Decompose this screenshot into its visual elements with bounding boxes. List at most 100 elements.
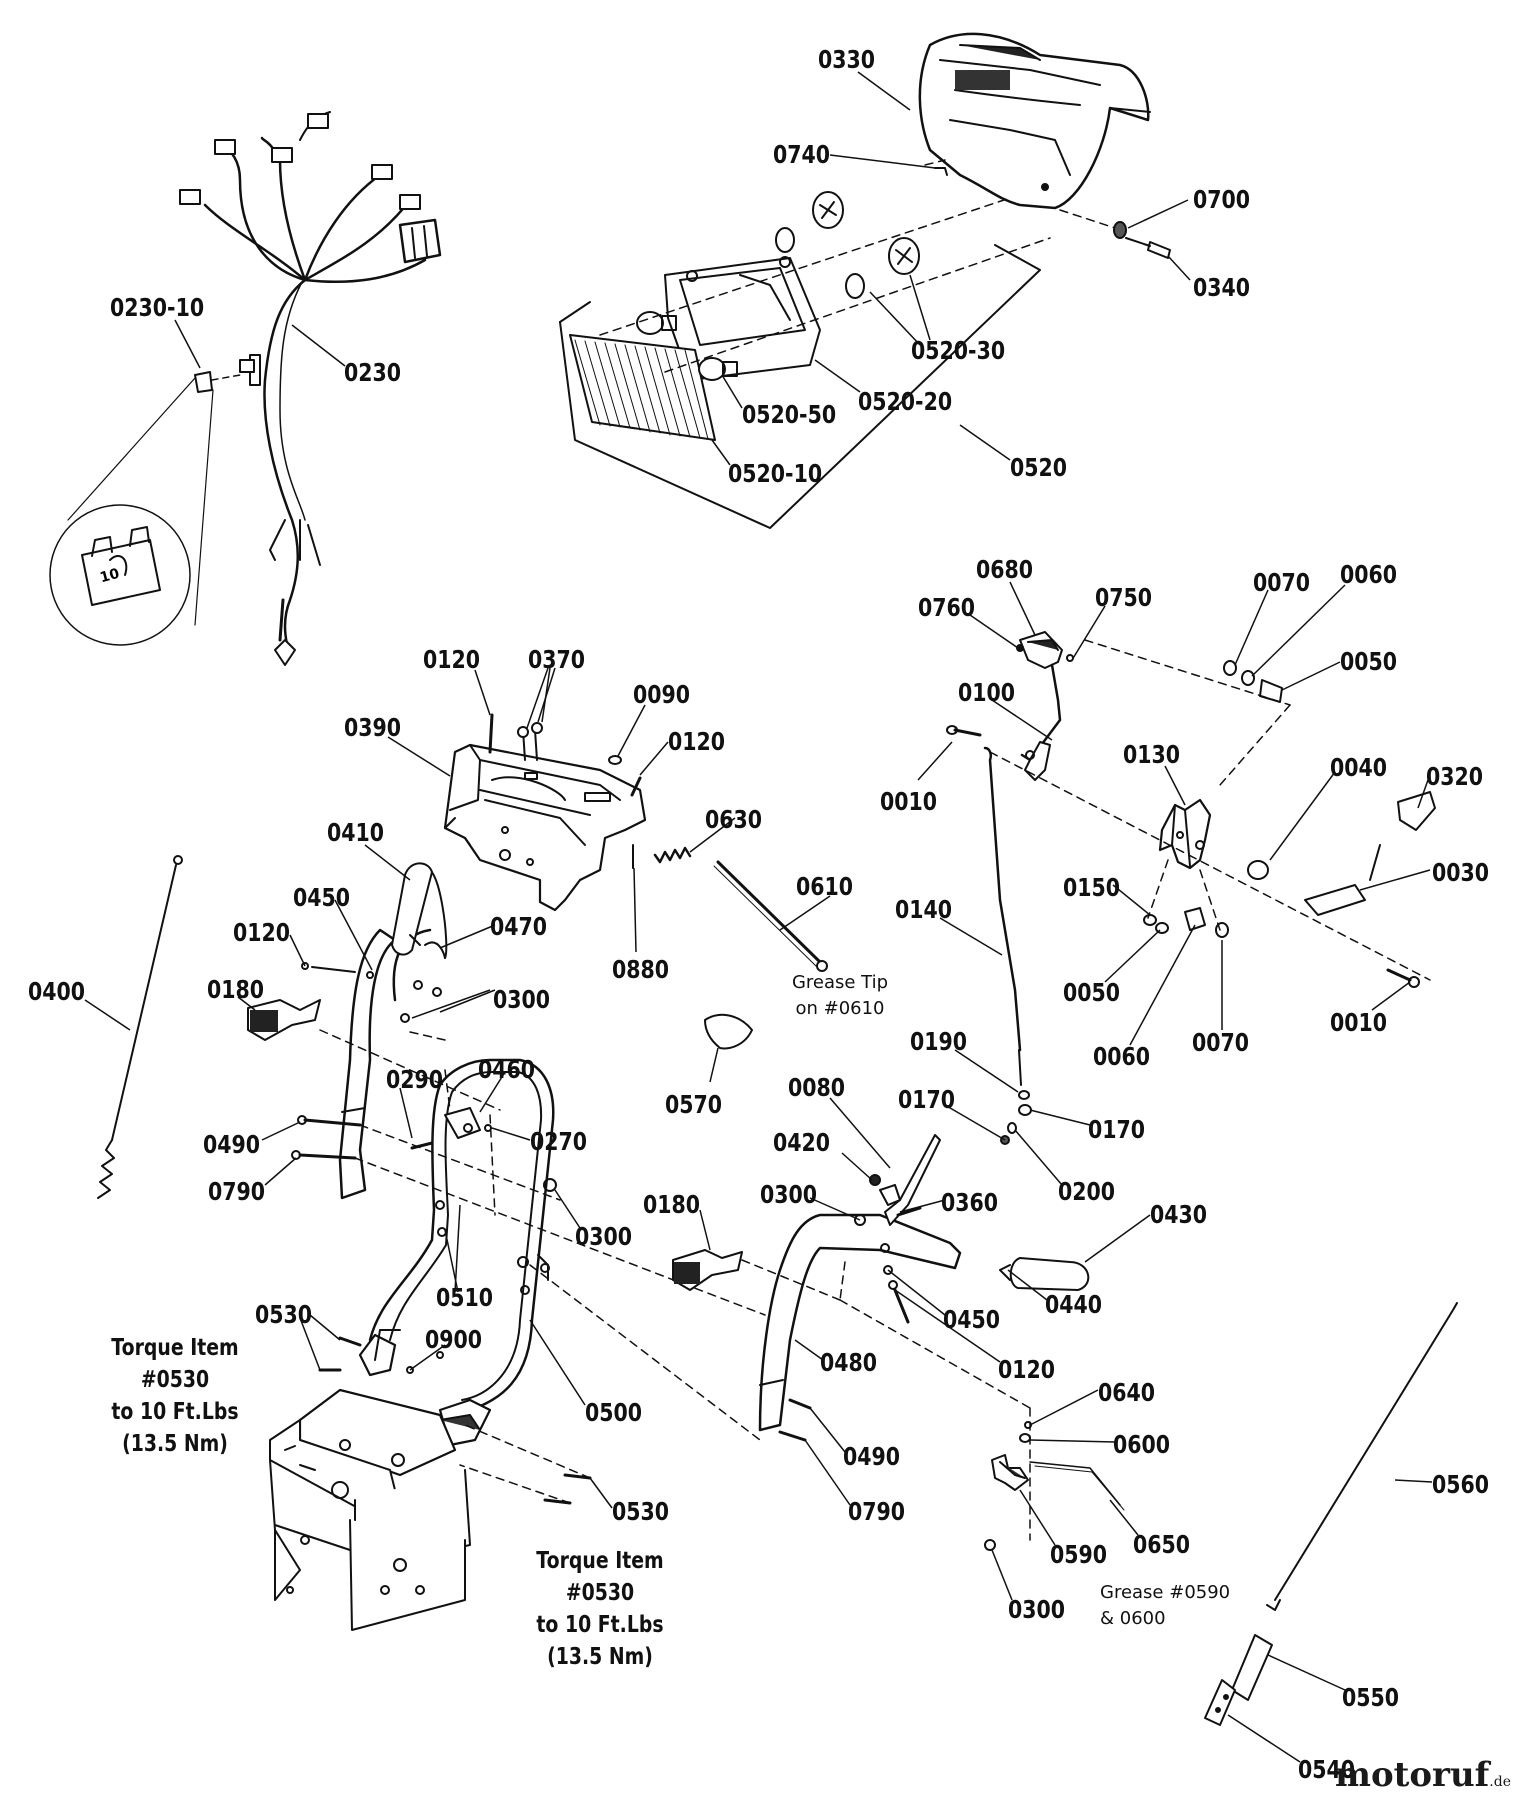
label-0440: 0440: [1045, 1290, 1103, 1319]
label-0700: 0700: [1193, 185, 1251, 214]
label-0680: 0680: [976, 555, 1034, 584]
label-0180-right: 0180: [643, 1190, 701, 1219]
cable-0400: [97, 855, 183, 1199]
watermark-suffix: .de: [1489, 1774, 1511, 1790]
label-0610: 0610: [796, 872, 854, 901]
assembly-lines-headlight: [599, 159, 1116, 373]
label-0230: 0230: [344, 358, 402, 387]
clip-0740: [934, 167, 948, 176]
label-0330: 0330: [818, 45, 876, 74]
label-0180-left: 0180: [207, 975, 265, 1004]
label-0150: 0150: [1063, 873, 1121, 902]
label-0300-b: 0300: [575, 1222, 633, 1251]
label-0060-top: 0060: [1340, 560, 1398, 589]
frame-plates: [269, 1329, 471, 1631]
label-0560: 0560: [1432, 1470, 1490, 1499]
label-0490-right: 0490: [843, 1442, 901, 1471]
right-handle: [672, 1134, 1090, 1432]
label-0360: 0360: [941, 1188, 999, 1217]
label-0170-right: 0170: [1088, 1115, 1146, 1144]
label-0120-bottom: 0120: [998, 1355, 1056, 1384]
label-0170-left: 0170: [898, 1085, 956, 1114]
label-0520-30: 0520-30: [911, 336, 1006, 365]
bracket-0520: [559, 301, 591, 323]
label-0640: 0640: [1098, 1378, 1156, 1407]
label-0500: 0500: [585, 1398, 643, 1427]
watermark-text: motoruf: [1335, 1755, 1490, 1795]
label-0080: 0080: [788, 1073, 846, 1102]
label-0120-left: 0120: [233, 918, 291, 947]
dash-screws: [488, 713, 642, 869]
label-0120-top: 0120: [423, 645, 481, 674]
hardware-right: [1143, 660, 1436, 988]
label-0030: 0030: [1432, 858, 1490, 887]
label-0740: 0740: [773, 140, 831, 169]
label-0520-50: 0520-50: [742, 400, 837, 429]
label-0570: 0570: [665, 1090, 723, 1119]
label-0790-right: 0790: [848, 1497, 906, 1526]
label-0430: 0430: [1150, 1200, 1208, 1229]
label-0600: 0600: [1113, 1430, 1171, 1459]
bracket-0590: [984, 1454, 1125, 1551]
label-0470: 0470: [490, 912, 548, 941]
dash-panel: [443, 743, 647, 912]
label-0490-left: 0490: [203, 1130, 261, 1159]
label-0520-20: 0520-20: [858, 387, 953, 416]
headlight-housing: [918, 32, 1151, 210]
hardware-right-handle: [778, 1174, 1032, 1443]
handle-brackets: [358, 1333, 492, 1447]
label-0590: 0590: [1050, 1540, 1108, 1569]
headlight-lens-assembly: [569, 191, 920, 441]
label-0520: 0520: [1010, 453, 1068, 482]
hardware-left: [291, 962, 592, 1505]
speed-control: [946, 631, 1074, 1145]
label-0510: 0510: [436, 1283, 494, 1312]
label-0010-right: 0010: [1330, 1008, 1388, 1037]
label-0390: 0390: [344, 713, 402, 742]
bracket-0130: [1158, 798, 1212, 870]
note-grease-tip: Grease Tip on #0610: [791, 972, 889, 1019]
label-0340: 0340: [1193, 273, 1251, 302]
screw-0340: [1113, 221, 1171, 259]
label-0480: 0480: [820, 1348, 878, 1377]
label-0420: 0420: [773, 1128, 831, 1157]
label-0760: 0760: [918, 593, 976, 622]
label-0530-bottom: 0530: [612, 1497, 670, 1526]
assembly-lines-right: [989, 639, 1431, 981]
left-handle: [338, 862, 448, 1200]
label-0650: 0650: [1133, 1530, 1191, 1559]
note-grease-0590: Grease #0590 & 0600: [1100, 1582, 1231, 1629]
label-0550: 0550: [1342, 1683, 1400, 1712]
label-0460: 0460: [478, 1055, 536, 1084]
label-0450-left: 0450: [293, 883, 351, 912]
label-0070-bottom: 0070: [1192, 1028, 1250, 1057]
cable-0560: [1204, 1302, 1458, 1726]
assembly-lines-right-handle: [741, 1259, 1031, 1541]
label-0120-right: 0120: [668, 727, 726, 756]
note-torque-1: Torque Item #0530 to 10 Ft.Lbs (13.5 Nm): [111, 1335, 239, 1457]
label-0060-bottom: 0060: [1093, 1042, 1151, 1071]
label-0050-top: 0050: [1340, 647, 1398, 676]
label-0540: 0540: [1298, 1755, 1356, 1784]
label-0100: 0100: [958, 678, 1016, 707]
label-0900: 0900: [425, 1325, 483, 1354]
label-0520-10: 0520-10: [728, 459, 823, 488]
label-0400: 0400: [28, 977, 86, 1006]
label-0790-left: 0790: [208, 1177, 266, 1206]
label-0320: 0320: [1426, 762, 1484, 791]
label-0370: 0370: [528, 645, 586, 674]
label-0090: 0090: [633, 680, 691, 709]
watermark-logo: motoruf.de: [1335, 1755, 1511, 1795]
clip-0570: [704, 1013, 753, 1050]
label-0070-top: 0070: [1253, 568, 1311, 597]
spring-rod: [653, 846, 828, 972]
label-0300-a: 0300: [493, 985, 551, 1014]
label-0050-bottom: 0050: [1063, 978, 1121, 1007]
bracket-0520-box: [559, 244, 1041, 529]
label-0040: 0040: [1330, 753, 1388, 782]
label-0300-c: 0300: [760, 1180, 818, 1209]
label-0290: 0290: [386, 1065, 444, 1094]
